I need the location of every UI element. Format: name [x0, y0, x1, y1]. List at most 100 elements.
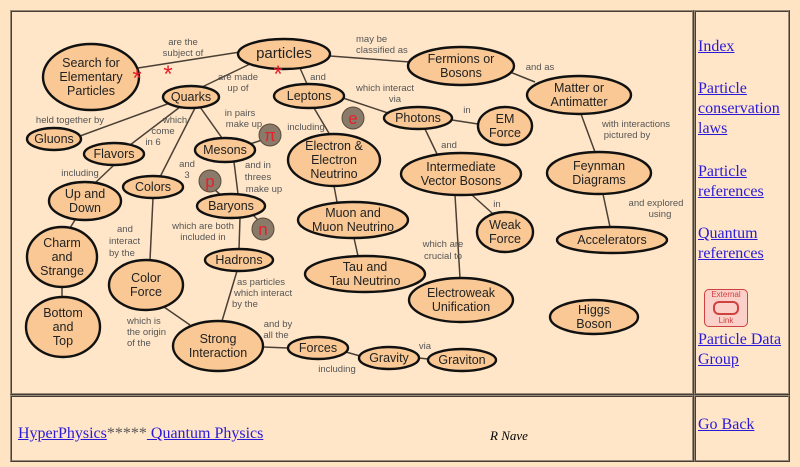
index-link[interactable]: Index — [698, 38, 735, 55]
svg-text:n: n — [258, 220, 267, 239]
node-label: Bottom — [43, 306, 83, 320]
edge-label: held together by — [36, 115, 104, 126]
node-ellipse — [303, 254, 427, 294]
node-leptons[interactable]: Leptons — [272, 82, 346, 110]
go-back-link[interactable]: Go Back — [698, 416, 755, 433]
node-label: and — [52, 250, 73, 264]
node-gluons[interactable]: Gluons — [25, 126, 83, 152]
node-particles[interactable]: particles — [236, 37, 332, 71]
node-label: Electron & — [305, 139, 363, 153]
node-hadrons[interactable]: Hadrons — [203, 247, 275, 273]
node-label: Higgs — [578, 303, 610, 317]
node-ellipse — [82, 141, 146, 167]
footer-links: HyperPhysics***** Quantum Physics — [18, 425, 263, 443]
node-ellipse — [548, 298, 640, 336]
hyperphysics-link[interactable]: HyperPhysics — [18, 425, 107, 442]
node-label: Electroweak — [427, 286, 496, 300]
node-ellipse — [426, 347, 498, 373]
external-link-icon[interactable]: External Link — [704, 289, 748, 327]
node-label: Strange — [40, 264, 84, 278]
svg-text:π: π — [264, 126, 276, 145]
quantum-references-link[interactable]: Quantum references — [698, 225, 764, 262]
star-icon[interactable]: * — [132, 65, 141, 92]
particle-conservation-laws-link[interactable]: Particle conservation laws — [698, 79, 788, 139]
neutron-icon: n — [251, 217, 275, 241]
quantum-physics-link[interactable]: Quantum Physics — [146, 425, 264, 442]
node-label: Interaction — [189, 346, 247, 360]
node-colors[interactable]: Colors — [121, 174, 185, 200]
link-label: Link — [718, 316, 734, 325]
node-label: Force — [489, 232, 521, 246]
edge-label: and as — [526, 62, 555, 73]
node-ellipse — [41, 42, 141, 112]
node-label: Diagrams — [572, 173, 626, 187]
link-text: Particle conservation laws — [698, 80, 780, 137]
electron-icon: e — [341, 106, 365, 130]
node-label: Force — [489, 126, 521, 140]
node-label: Graviton — [438, 353, 485, 367]
node-label: Flavors — [94, 147, 135, 161]
svg-text:e: e — [348, 109, 357, 128]
node-ellipse — [407, 276, 515, 324]
node-flavors[interactable]: Flavors — [82, 141, 146, 167]
node-graviton[interactable]: Graviton — [426, 347, 498, 373]
star-icon[interactable]: * — [273, 61, 282, 88]
node-label: Tau and — [343, 260, 388, 274]
author: R Nave — [490, 428, 528, 443]
node-forces[interactable]: Forces — [286, 335, 350, 361]
node-label: Elementary — [59, 70, 123, 84]
particle-data-group-link[interactable]: Particle Data Group — [698, 331, 782, 368]
node-quarks[interactable]: Quarks — [161, 84, 221, 110]
search-stars: * * * — [132, 61, 282, 92]
svg-text:p: p — [205, 172, 214, 191]
node-label: Particles — [67, 84, 115, 98]
go-back-panel: Go Back — [694, 395, 790, 462]
node-label: Gravity — [369, 351, 409, 365]
node-ellipse — [121, 174, 185, 200]
node-baryons[interactable]: Baryons — [195, 192, 267, 220]
node-label: Unification — [432, 300, 490, 314]
node-mesons[interactable]: Mesons — [193, 136, 257, 164]
node-label: Color — [131, 271, 161, 285]
node-ellipse — [203, 247, 275, 273]
node-photons[interactable]: Photons — [382, 105, 454, 131]
node-label: Forces — [299, 341, 337, 355]
node-gravity[interactable]: Gravity — [357, 345, 421, 371]
node-label: Tau Neutrino — [330, 274, 401, 288]
edge-label: including — [318, 364, 356, 375]
star-icon[interactable]: * — [163, 61, 172, 88]
node-ellipse — [555, 225, 669, 255]
node-label: Quarks — [171, 90, 211, 104]
node-ellipse — [545, 150, 653, 196]
node-ellipse — [286, 132, 382, 188]
node-label: Bosons — [440, 66, 482, 80]
node-label: Down — [69, 201, 101, 215]
node-accel[interactable]: Accelerators — [555, 225, 669, 255]
particle-references-link[interactable]: Particle references — [698, 163, 764, 200]
node-ellipse — [24, 295, 102, 359]
